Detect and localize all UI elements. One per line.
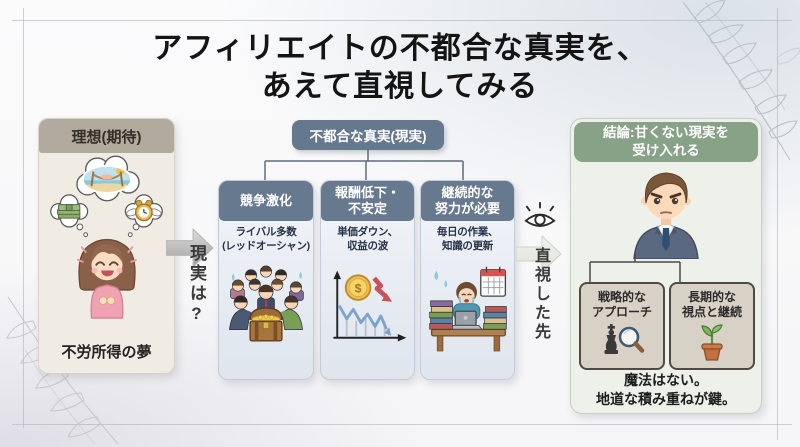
conclusion-panel: 結論:甘くない現実を 受け入れる 戦略的な アプローチ xyxy=(570,118,762,414)
crowd-treasure-icon xyxy=(229,265,304,342)
happy-woman-figure xyxy=(76,238,137,319)
money-stack-icon xyxy=(49,194,88,238)
longterm-box-label: 長期的な 視点と継続 xyxy=(681,290,742,319)
frame-line-left xyxy=(23,8,24,428)
frame-line-top xyxy=(12,20,792,21)
eye-icon xyxy=(524,201,556,227)
desk-work-icon xyxy=(428,267,507,352)
page-title: アフィリエイトの不都合な真実を、あえて直視してみる xyxy=(0,30,800,107)
svg-text:$: $ xyxy=(354,282,361,296)
strategy-box: 戦略的な アプローチ xyxy=(579,282,665,370)
frame-line-bottom xyxy=(12,424,792,425)
truth-column-competition-caption: ライバル多数 (レッドオーシャン) xyxy=(222,226,310,252)
longterm-box: 長期的な 視点と継続 xyxy=(669,282,755,370)
ideal-panel-caption: 不労所得の夢 xyxy=(61,344,152,361)
truth-column-effort: 継続的な 努力が必要 毎日の作業、 知識の更新 xyxy=(420,180,515,380)
ideal-panel-header: 理想(期待) xyxy=(39,119,174,153)
conclusion-panel-header: 結論:甘くない現実を 受け入れる xyxy=(574,122,758,162)
truth-column-competition: 競争激化 ライバル多数 (レッドオーシャン) xyxy=(218,180,314,380)
insight-arrow-icon xyxy=(516,234,562,274)
page-title-text-line2: あえて直視してみる xyxy=(261,70,539,104)
conclusion-caption: 魔法はない。 地道な積み重ねが鍵。 xyxy=(596,372,736,407)
insight-arrow-label: 直視した先 xyxy=(532,247,549,342)
strategy-box-label: 戦略的な アプローチ xyxy=(591,290,652,319)
dreaming-woman-illustration xyxy=(49,155,163,319)
truth-column-competition-title: 競争激化 xyxy=(219,181,313,221)
conclusion-connector-lines xyxy=(589,253,681,283)
truth-section-header: 不都合な真実(現実) xyxy=(292,120,444,150)
truth-column-income-title: 報酬低下・ 不安定 xyxy=(321,181,414,221)
reality-arrow-icon xyxy=(166,228,214,268)
frame-line-right xyxy=(777,8,778,440)
serious-man-illustration xyxy=(633,172,699,259)
declining-chart-icon: $ xyxy=(332,270,406,342)
beach-hammock-icon xyxy=(75,155,140,202)
page-title-text: アフィリエイトの不都合な真実を、 xyxy=(152,32,648,65)
chess-magnifier-icon xyxy=(604,324,645,354)
truth-column-effort-caption: 毎日の作業、 知識の更新 xyxy=(436,226,499,252)
truth-connector-lines xyxy=(264,149,464,181)
ideal-panel: 理想(期待) xyxy=(38,118,175,374)
winged-clock-icon xyxy=(124,194,163,238)
potted-plant-icon xyxy=(701,324,723,361)
reality-arrow-label: 現実は? xyxy=(187,244,206,326)
truth-column-effort-title: 継続的な 努力が必要 xyxy=(421,181,514,221)
truth-column-income-caption: 単価ダウン、 収益の波 xyxy=(337,226,398,252)
truth-column-income: 報酬低下・ 不安定 単価ダウン、 収益の波 $ xyxy=(320,180,415,380)
